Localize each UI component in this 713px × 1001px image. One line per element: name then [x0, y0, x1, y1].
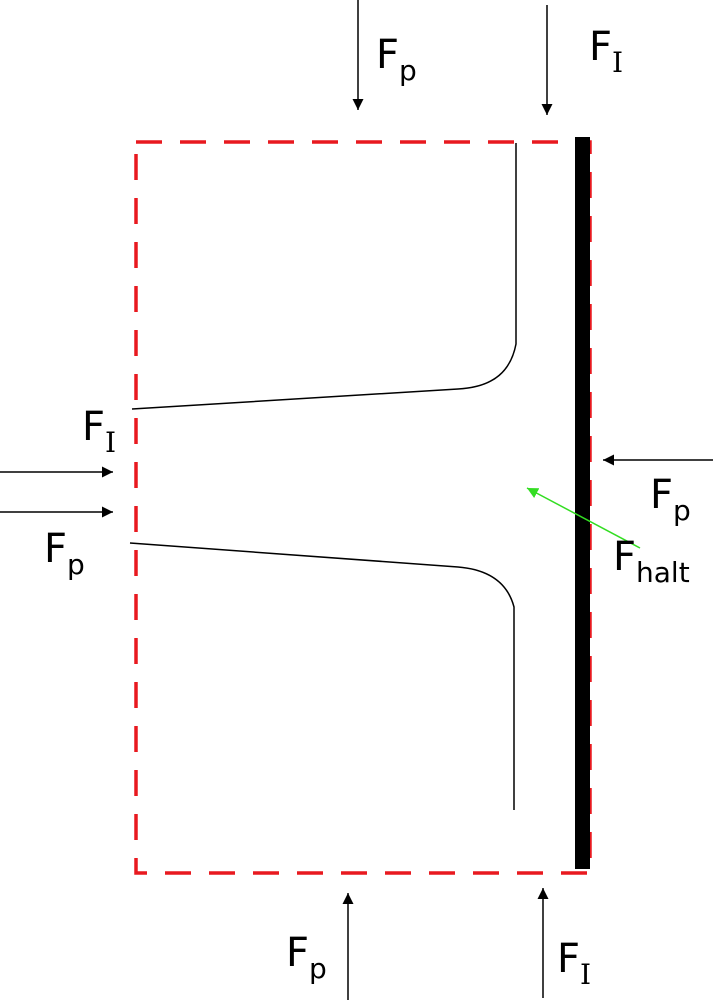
label-bottom-impulse: FI — [557, 936, 591, 991]
label-top-pressure: Fp — [376, 32, 417, 87]
label-bottom-pressure: Fp — [286, 930, 327, 985]
control-volume-boundary — [134, 140, 592, 875]
label-holding-force: Fhalt — [613, 534, 690, 589]
label-right-pressure: Fp — [650, 472, 691, 527]
label-top-impulse: FI — [589, 24, 623, 79]
label-left-pressure: Fp — [44, 526, 85, 581]
jet-upper-contour — [131, 143, 517, 410]
impact-plate — [575, 137, 590, 869]
jet-lower-contour — [129, 542, 515, 810]
holding-force-arrow — [526, 487, 641, 549]
label-left-impulse: FI — [82, 404, 116, 459]
